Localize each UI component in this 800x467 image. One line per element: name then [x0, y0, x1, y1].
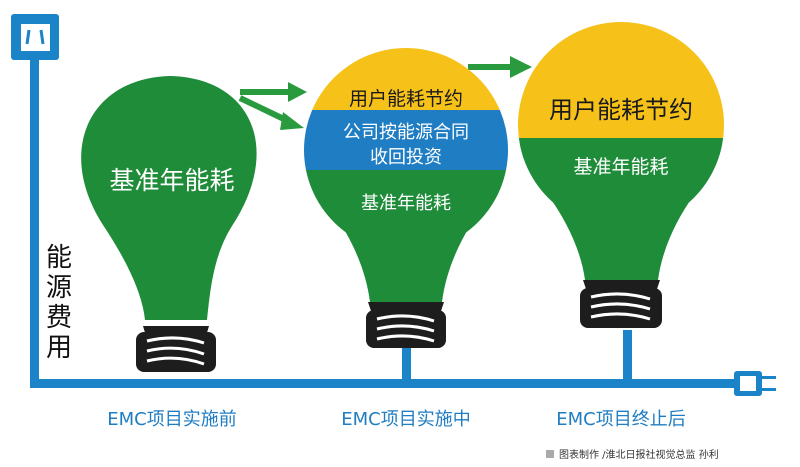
credit-text: 图表制作 /淮北日报社视觉总监 孙利 — [559, 450, 719, 461]
energy-axis — [30, 60, 39, 386]
stage-label-before: EMC项目实施前 — [107, 409, 237, 430]
bulb-before — [81, 76, 257, 372]
bulb-base — [136, 326, 216, 372]
bulb-base — [366, 302, 446, 348]
axis-label-char: 费 — [45, 303, 72, 333]
stage-label-during: EMC项目实施中 — [341, 409, 471, 430]
stage-label-after: EMC项目终止后 — [556, 409, 686, 430]
axis-label-char: 能 — [45, 243, 72, 273]
credit-square-icon — [546, 450, 554, 458]
baseline-energy-label: 基准年能耗 — [573, 156, 669, 178]
credit-line: 图表制作 /淮北日报社视觉总监 孙利 — [546, 446, 719, 461]
investment-recovery-label-line2: 收回投资 — [370, 147, 442, 168]
bulb-during — [304, 48, 508, 348]
arrow-bulb1-to-bulb2-lower — [238, 95, 304, 130]
power-outlet-icon — [11, 14, 59, 60]
user-savings-label: 用户能耗节约 — [348, 88, 464, 110]
baseline-energy-label: 基准年能耗 — [361, 193, 451, 214]
arrow-bulb1-to-bulb2-upper — [240, 82, 307, 102]
baseline-energy-label: 基准年能耗 — [109, 166, 235, 195]
arrow-bulb2-to-bulb3 — [468, 56, 532, 78]
energy-cost-axis-label: 能 源 费 用 — [44, 243, 74, 363]
axis-label-char: 用 — [45, 333, 72, 363]
axis-label-char: 源 — [45, 273, 72, 303]
time-axis — [30, 379, 742, 388]
investment-recovery-label-line1: 公司按能源合同 — [343, 122, 469, 143]
power-plug-icon — [734, 371, 776, 396]
bulb-base — [580, 280, 662, 328]
user-savings-label: 用户能耗节约 — [549, 96, 693, 124]
